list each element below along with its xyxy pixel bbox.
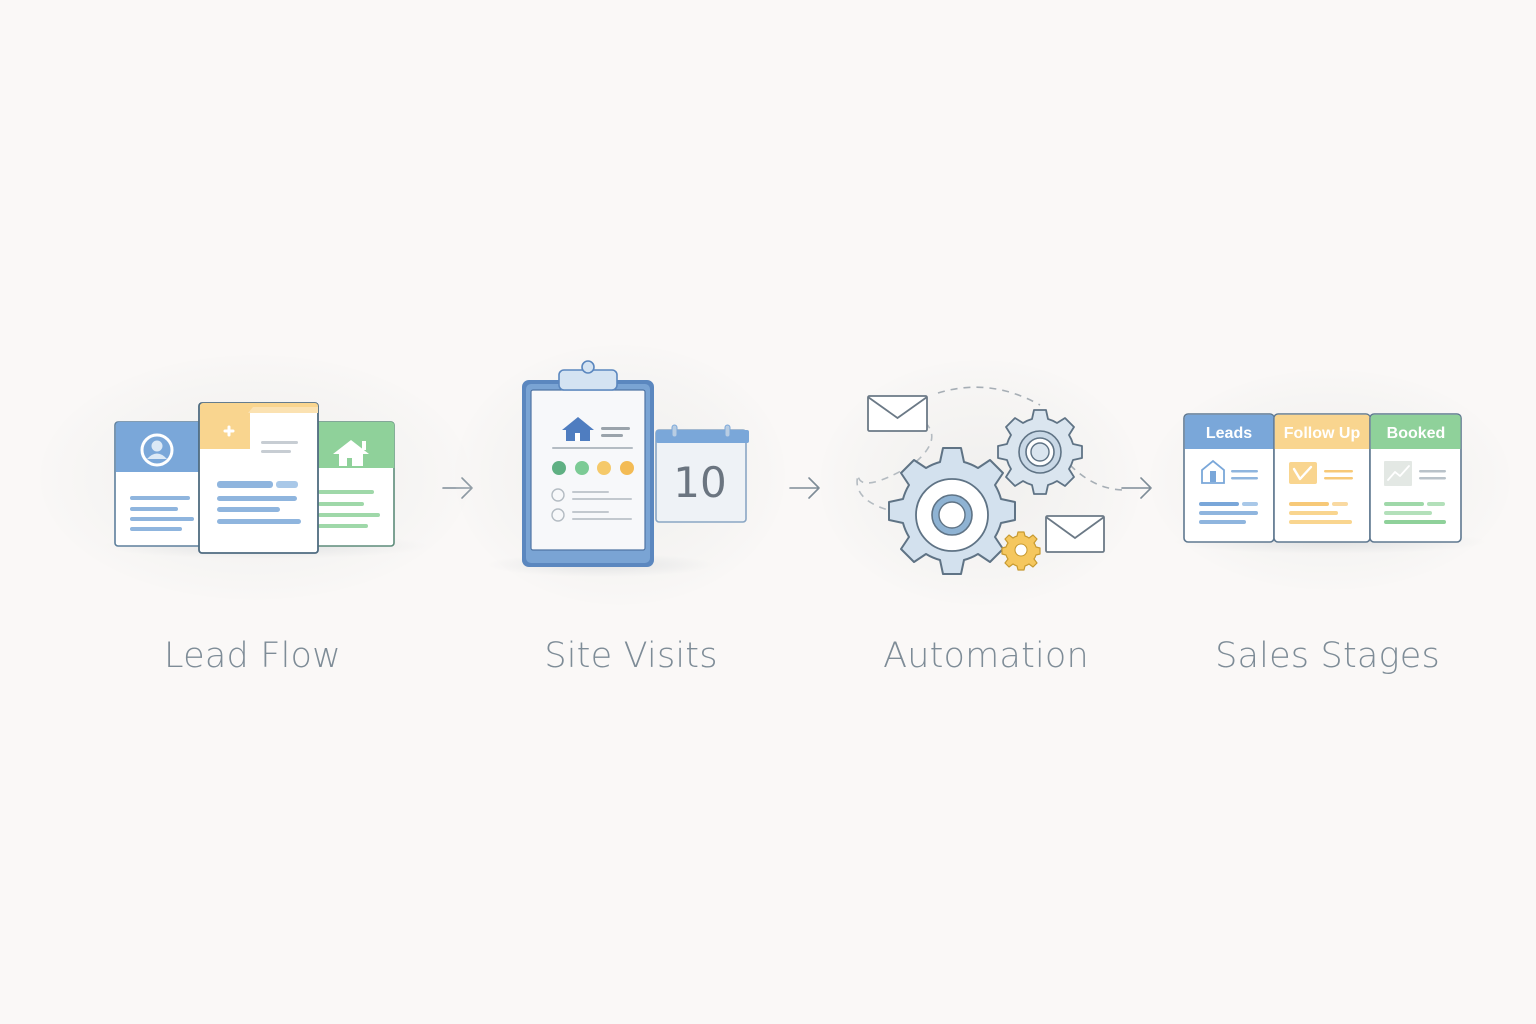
plus-icon — [223, 425, 235, 437]
automation-gears-illustration — [856, 386, 1126, 575]
contact-cards-illustration — [114, 402, 395, 554]
status-dots — [552, 461, 634, 475]
step-label-site-visits: Site Visits — [544, 636, 718, 676]
kanban-column-leads: Leads — [1183, 413, 1275, 543]
step-site-visits: 10 — [455, 345, 785, 605]
kanban-column-follow-up: Follow Up — [1273, 413, 1371, 543]
column-title: Leads — [1206, 425, 1252, 442]
kanban-board-illustration: Leads Follow Up — [1183, 413, 1462, 543]
green-contact-card — [309, 421, 395, 547]
step-sales-stages: Leads Follow Up — [1150, 370, 1510, 600]
user-avatar-icon — [140, 433, 174, 467]
kanban-column-booked: Booked — [1369, 413, 1462, 543]
clipboard-calendar-illustration: 10 — [522, 360, 749, 567]
envelope-icon — [1045, 515, 1105, 553]
calendar-day: 10 — [673, 458, 726, 507]
clipboard-icon — [522, 360, 654, 567]
step-label-automation: Automation — [883, 636, 1089, 676]
step-lead-flow — [40, 355, 470, 605]
large-gear-icon — [888, 447, 1016, 575]
checklist-circles — [551, 488, 632, 522]
envelope-icon — [867, 395, 928, 432]
chart-line-icon — [1387, 465, 1410, 481]
step-automation — [820, 355, 1150, 605]
column-title: Booked — [1387, 425, 1446, 442]
calendar-icon: 10 — [655, 424, 749, 523]
check-icon — [1292, 465, 1313, 481]
medium-gear-icon — [997, 409, 1083, 495]
house-icon — [1201, 459, 1225, 484]
arrow-right-icon — [788, 475, 822, 501]
step-label-lead-flow: Lead Flow — [164, 636, 341, 676]
small-gear-icon — [1001, 531, 1041, 571]
blue-contact-card — [114, 421, 216, 547]
arrow-right-icon — [1120, 475, 1154, 501]
step-label-sales-stages: Sales Stages — [1215, 636, 1440, 676]
yellow-contact-card — [198, 402, 319, 554]
column-title: Follow Up — [1284, 425, 1361, 442]
